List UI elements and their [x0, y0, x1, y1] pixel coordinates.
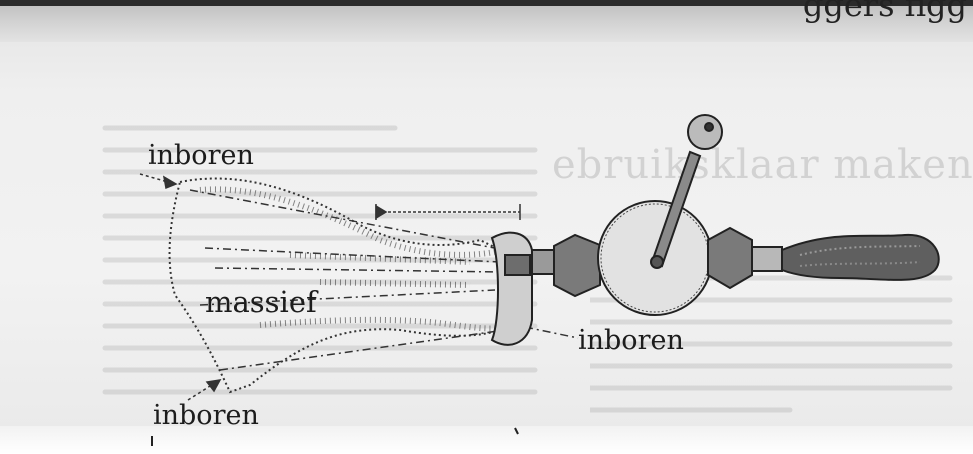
- label-inboren-top-left: inboren: [148, 140, 254, 171]
- page-mark: [515, 428, 518, 434]
- drill-rear-housing: [708, 228, 782, 288]
- drill-handle: [782, 235, 939, 280]
- arrow-inboren-top: [140, 174, 176, 188]
- dimension-marker: [376, 204, 520, 220]
- label-inboren-bottom: inboren: [153, 400, 259, 431]
- arrow-inboren-bottom: [188, 380, 220, 400]
- label-massief: massief: [205, 285, 317, 319]
- label-inboren-right: inboren: [578, 325, 684, 356]
